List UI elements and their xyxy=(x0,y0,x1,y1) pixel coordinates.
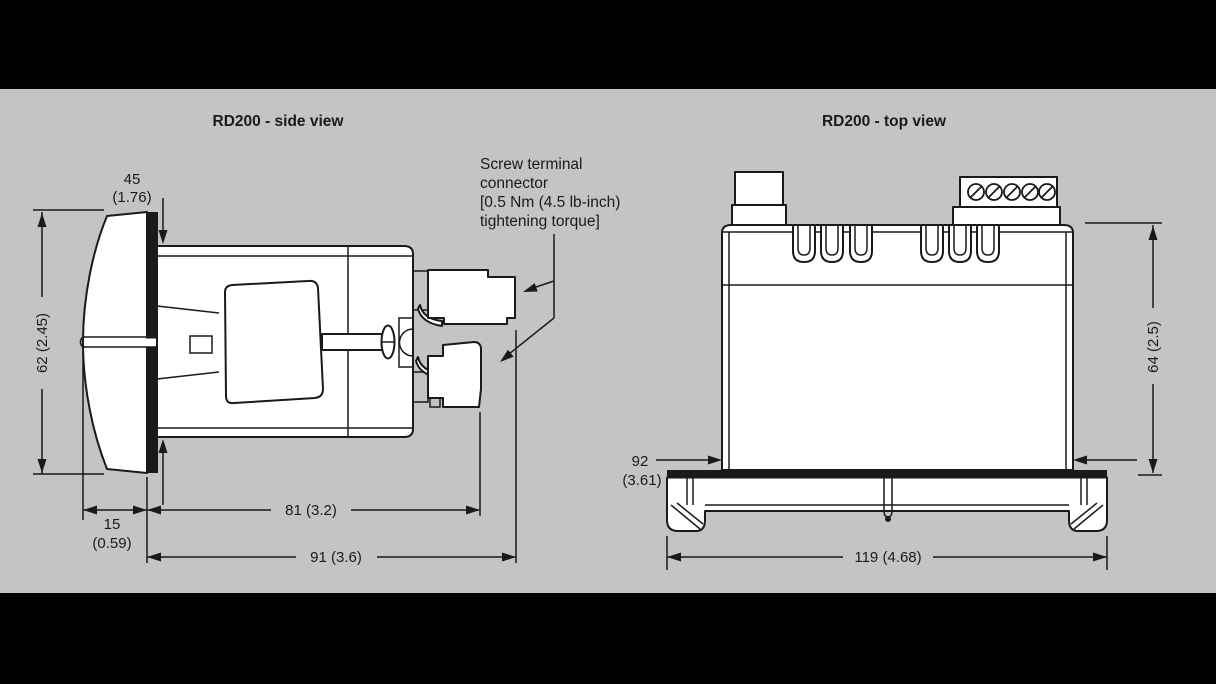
dim-45-in: (1.76) xyxy=(112,189,151,206)
mechanism-body xyxy=(224,279,324,405)
dim-front-depth: 15 (0.59) xyxy=(83,505,147,552)
vent-clip xyxy=(920,226,944,263)
panel-bar-gap xyxy=(146,338,159,347)
shaft xyxy=(321,333,384,351)
knob-band xyxy=(79,336,158,348)
dim-119-label: 119 (4.68) xyxy=(854,549,921,566)
din-bracket-feet xyxy=(670,478,1104,530)
lower-tab xyxy=(412,371,429,403)
left-block-base xyxy=(731,204,787,226)
side-view: RD200 - side view xyxy=(33,113,620,566)
din-bracket-center-clip xyxy=(883,478,893,522)
vent-clip xyxy=(948,226,972,263)
connector-leader xyxy=(500,234,555,362)
dim-15-in: (0.59) xyxy=(92,535,131,552)
dim-45-mm: 45 xyxy=(124,171,141,188)
dim-92-mm: 92 xyxy=(632,453,649,470)
top-view: RD200 - top view xyxy=(622,113,1162,570)
terminal-screws xyxy=(967,183,1056,201)
connector-label-line4: tightening torque] xyxy=(480,213,600,230)
dim-bezel-height: 62 (2.45) xyxy=(33,209,104,475)
dim-92-in: (3.61) xyxy=(622,472,661,489)
upper-terminal-connector xyxy=(427,269,516,325)
body-inner-block xyxy=(189,335,213,354)
side-view-title: RD200 - side view xyxy=(213,113,345,130)
dim-body-height: 45 (1.76) xyxy=(112,171,168,505)
dim-91-label: 91 (3.6) xyxy=(310,549,362,566)
top-view-title: RD200 - top view xyxy=(822,113,947,130)
drawing-canvas: RD200 - side view xyxy=(0,89,1216,593)
lower-connector-notch xyxy=(429,397,441,408)
connector-label-line3: [0.5 Nm (4.5 lb-inch) xyxy=(480,194,620,211)
vent-clip xyxy=(792,226,816,263)
dim-15-mm: 15 xyxy=(104,516,121,533)
connector-label-line2: connector xyxy=(480,175,548,192)
vent-clip xyxy=(820,226,844,263)
dimension-drawing: RD200 - side view xyxy=(33,113,1162,570)
left-block-top xyxy=(734,171,784,206)
knob-outline xyxy=(82,211,148,474)
upper-spring-hook xyxy=(417,304,443,327)
dim-overall-width: 119 (4.68) xyxy=(666,536,1108,570)
top-panel-bar xyxy=(667,470,1107,478)
vent-clip xyxy=(976,226,1000,263)
dim-body-depth: 64 (2.5) xyxy=(1085,222,1162,476)
dim-overall-depth: 91 (3.6) xyxy=(147,549,516,566)
connector-label-line1: Screw terminal xyxy=(480,156,583,173)
vent-clips xyxy=(792,226,1000,263)
lower-terminal-connector xyxy=(427,341,482,408)
vent-clip xyxy=(849,226,873,263)
top-body-outline xyxy=(721,224,1074,471)
dim-behind-panel-depth: 81 (3.2) xyxy=(147,502,480,519)
connector-label: Screw terminal connector [0.5 Nm (4.5 lb… xyxy=(480,156,620,230)
dim-62-label: 62 (2.45) xyxy=(34,313,51,373)
terminal-block-base xyxy=(952,206,1061,226)
dim-81-label: 81 (3.2) xyxy=(285,502,337,519)
body-slant-bottom xyxy=(156,371,220,380)
body-slant-top xyxy=(156,305,220,314)
dim-64-label: 64 (2.5) xyxy=(1145,321,1162,373)
clip-plate-arc xyxy=(398,328,414,357)
dim-body-width: 92 (3.61) xyxy=(622,453,1137,489)
